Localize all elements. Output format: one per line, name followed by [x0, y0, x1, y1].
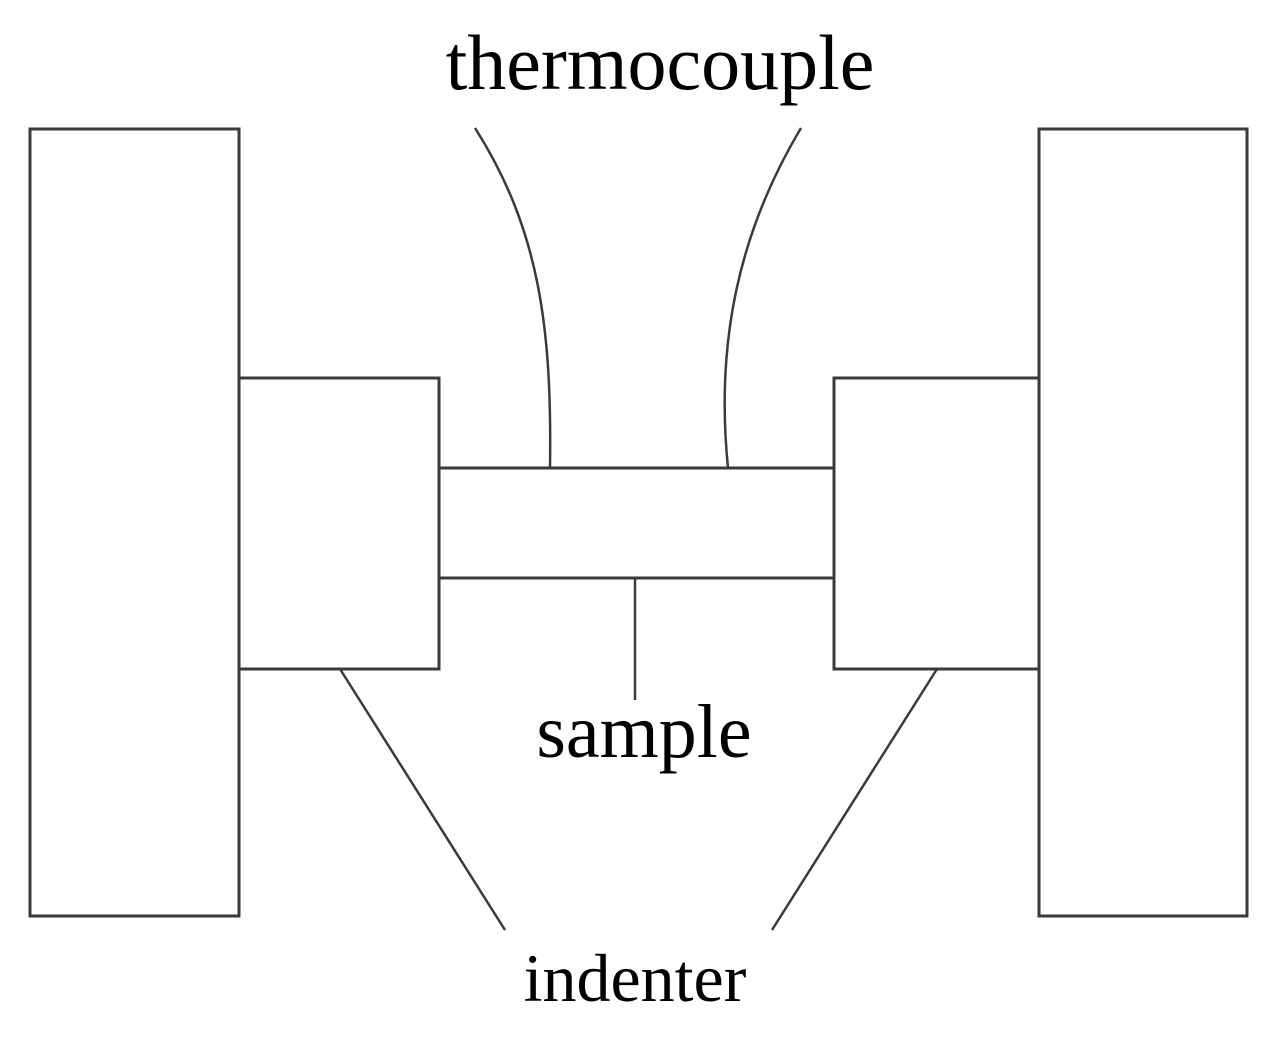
thermocouple-wire-left: [473, 127, 552, 469]
indenter-label: indenter: [524, 940, 747, 1016]
thermocouple-label: thermocouple: [446, 19, 875, 106]
thermocouple-wire-right: [723, 127, 803, 469]
indenter-leader-right: [770, 668, 939, 931]
indenter-leader-left: [338, 668, 507, 931]
sample-bar: [437, 466, 836, 580]
sample-label: sample: [536, 690, 751, 774]
left-indenter-block: [237, 376, 441, 671]
right-outer-block: [1037, 127, 1249, 918]
left-outer-block: [28, 127, 241, 918]
right-indenter-block: [832, 376, 1041, 671]
